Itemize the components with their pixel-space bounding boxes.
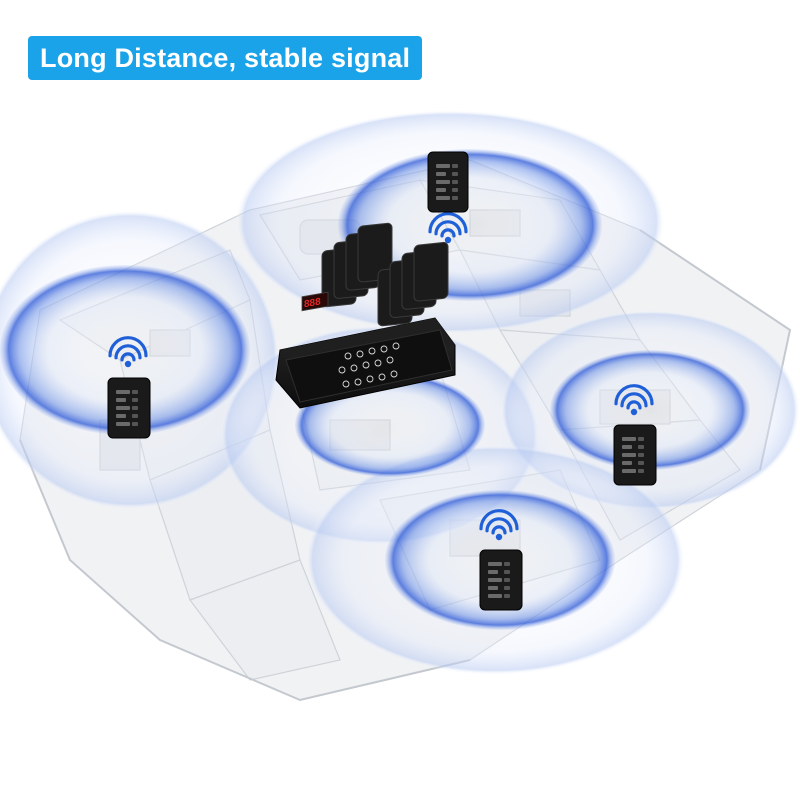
pagers: [107, 151, 657, 611]
coverage-ring-right: [550, 350, 750, 470]
transmitter-display: [301, 291, 329, 312]
wifi-icon: [428, 212, 468, 244]
pager-top-label-area: [436, 164, 458, 200]
wifi-icon: [614, 384, 654, 416]
pager-bottom: [479, 509, 523, 611]
pager-left: [107, 336, 151, 439]
wifi-icon: [479, 509, 519, 541]
pager-right: [613, 384, 657, 486]
headline-banner: Long Distance, stable signal: [28, 36, 423, 80]
pager-top: [427, 151, 469, 244]
wifi-icon: [108, 336, 148, 368]
headline-text: Long Distance, stable signal: [40, 43, 411, 73]
pager-bottom-label-area: [488, 562, 510, 598]
transmitter-keypad: 888: [285, 291, 453, 403]
transmitter-base: 888: [275, 222, 456, 409]
coverage-ring-left: [0, 265, 250, 435]
transmitter-display-digits: 888: [304, 296, 321, 310]
pager-right-label-area: [622, 437, 644, 473]
pager-left-label-area: [116, 390, 138, 426]
docked-pagers: [321, 222, 449, 327]
